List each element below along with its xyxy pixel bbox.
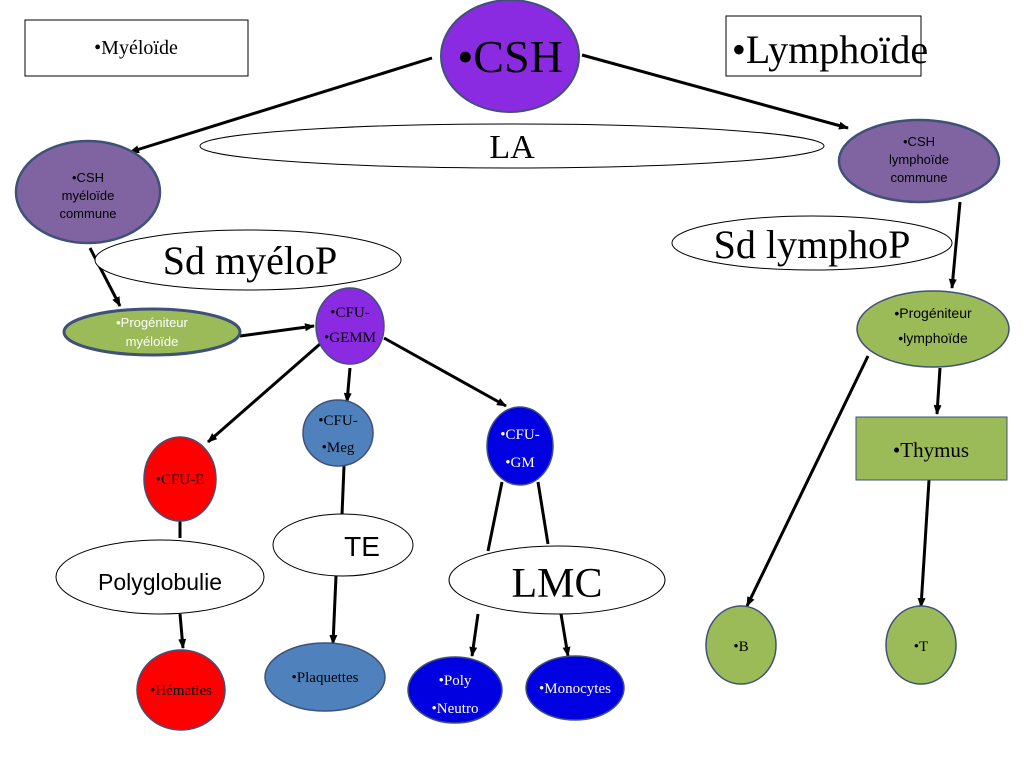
line-cfu-gm-to-lmc-left [486, 481, 504, 552]
hematies-node: •Hématies [136, 649, 226, 731]
te-label: TE [344, 531, 380, 562]
progeniteur-lymphoide-line2: •lymphoïde [898, 330, 968, 346]
poly-neutro-line2: •Neutro [432, 701, 479, 717]
cfu-e-node: •CFU-E [143, 436, 217, 522]
lmc-ellipse: LMC [448, 545, 666, 615]
csh-myeloide-line1: •CSH [72, 170, 104, 185]
connectors [88, 53, 962, 657]
lymphoide-box: •Lymphoïde [725, 15, 928, 77]
t-cell-node: •T [885, 605, 957, 685]
cfu-meg-node: •CFU- •Meg [302, 399, 374, 467]
hematies-label: •Hématies [150, 683, 212, 699]
monocytes-node: •Monocytes [525, 655, 625, 721]
plaquettes-node: •Plaquettes [264, 642, 386, 712]
csh-myeloide-line2: myéloïde [62, 188, 115, 203]
csh-lymphoide-line1: •CSH [903, 134, 935, 149]
lmc-label: LMC [511, 561, 602, 607]
csh-lymphoide-commune-node: •CSH lymphoïde commune [837, 118, 1001, 204]
csh-node: •CSH [440, 0, 580, 113]
cfu-e-label: •CFU-E [156, 472, 205, 488]
arrow-lmc-to-poly-neutro [469, 613, 480, 657]
arrow-csh-to-lymphoide [581, 53, 849, 130]
cfu-meg-line1: •CFU- [318, 413, 357, 429]
la-ellipse: LA [199, 123, 825, 169]
thymus-box: •Thymus [855, 416, 1008, 481]
plaquettes-label: •Plaquettes [292, 670, 359, 686]
progeniteur-myeloide-line1: •Progéniteur [116, 315, 188, 330]
csh-myeloide-commune-node: •CSH myéloïde commune [14, 139, 162, 245]
line-cfu-gm-to-lmc-right [536, 481, 550, 545]
cfu-gemm-line2: •GEMM [324, 330, 376, 346]
arrow-progeniteur-to-cfu-gemm [239, 323, 315, 338]
polyglobulie-ellipse: Polyglobulie [55, 539, 265, 615]
progeniteur-myeloide-line2: myéloïde [126, 334, 179, 349]
cfu-gemm-node: •CFU- •GEMM [315, 287, 385, 365]
te-ellipse: TE [272, 513, 414, 577]
progeniteur-lymphoide-node: •Progéniteur •lymphoïde [856, 290, 1010, 368]
polyglobulie-label: Polyglobulie [98, 569, 222, 595]
arrow-cfu-gemm-to-cfu-e [207, 342, 321, 444]
b-cell-node: •B [705, 605, 777, 685]
arrow-te-to-plaquettes [329, 575, 338, 645]
arrow-csh-to-myeloide [129, 56, 433, 154]
arrow-thymus-to-t [917, 479, 931, 608]
arrow-lmc-to-monocytes [559, 613, 571, 657]
arrow-cfu-gemm-to-cfu-gm [383, 336, 507, 408]
progeniteur-myeloide-node: •Progéniteur myéloïde [62, 307, 242, 357]
cfu-gm-line2: •GM [505, 455, 534, 471]
cfu-gm-node: •CFU- •GM [486, 406, 554, 486]
csh-lymphoide-line3: commune [890, 170, 947, 185]
lymphoide-label: •Lymphoïde [732, 27, 928, 72]
arrow-progeniteur-to-b [745, 355, 870, 607]
sd-myelop-ellipse: Sd myéloP [94, 229, 402, 291]
csh-lymphoide-line2: lymphoïde [889, 152, 949, 167]
myeloide-label: •Myéloïde [94, 37, 178, 59]
sd-lymphop-label: Sd lymphoP [714, 222, 911, 267]
arrow-polyglobulie-to-hematies [178, 613, 187, 649]
csh-myeloide-line3: commune [59, 206, 116, 221]
arrow-cfu-gemm-to-cfu-meg [343, 367, 352, 403]
b-cell-label: •B [733, 639, 748, 655]
progeniteur-lymphoide-line1: •Progéniteur [894, 305, 972, 321]
cfu-gm-line1: •CFU- [500, 427, 539, 443]
monocytes-label: •Monocytes [539, 681, 611, 697]
arrow-csh-lymphoide-to-progeniteur [948, 201, 962, 289]
sd-lymphop-ellipse: Sd lymphoP [671, 215, 953, 271]
csh-label: •CSH [457, 31, 563, 82]
myeloide-box: •Myéloïde [24, 19, 249, 77]
cfu-gemm-line1: •CFU- [330, 305, 369, 321]
arrow-progeniteur-to-thymus [933, 367, 942, 415]
thymus-label: •Thymus [893, 438, 969, 462]
t-cell-label: •T [914, 639, 928, 655]
sd-myelop-label: Sd myéloP [163, 238, 337, 283]
cfu-meg-line2: •Meg [322, 440, 355, 456]
line-cfu-meg-to-te [340, 465, 346, 516]
poly-neutro-line1: •Poly [439, 673, 472, 689]
poly-neutro-node: •Poly •Neutro [407, 656, 503, 724]
la-label: LA [489, 129, 535, 166]
